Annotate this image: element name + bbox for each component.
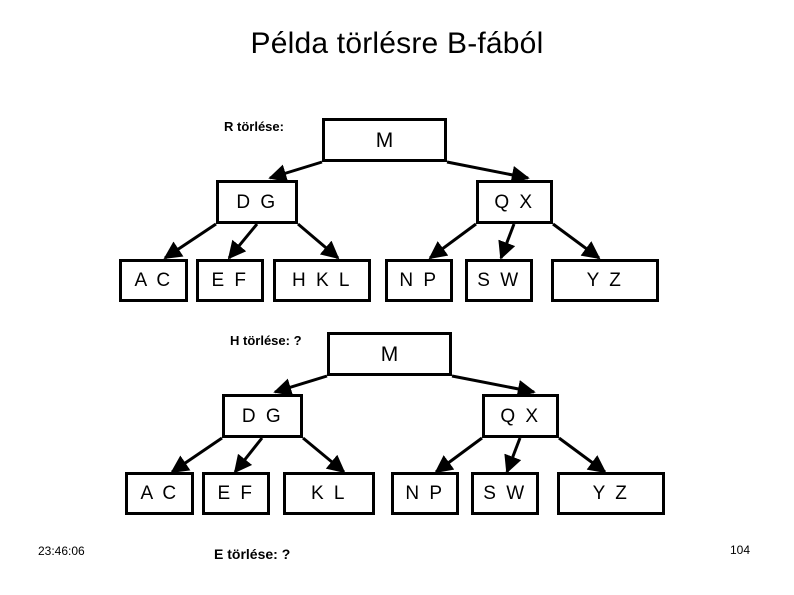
edge-dg-to-ac-2 xyxy=(170,436,223,474)
edge-root-to-dg-2 xyxy=(273,374,328,396)
operation-label-e-delete: E törlése: ? xyxy=(214,546,290,562)
operation-label-r-delete: R törlése: xyxy=(224,119,284,134)
edge-qx-to-np-2 xyxy=(434,436,483,474)
tree2-leaf-node-ac[interactable]: A C xyxy=(125,472,194,515)
edge-root-to-qx-1 xyxy=(446,160,530,184)
tree1-leaf-node-np[interactable]: N P xyxy=(385,259,453,302)
tree2-leaf-node-yz[interactable]: Y Z xyxy=(557,472,665,515)
tree2-leaf-node-np[interactable]: N P xyxy=(391,472,459,515)
edge-qx-to-yz-2 xyxy=(558,436,607,474)
tree1-leaf-node-yz[interactable]: Y Z xyxy=(551,259,659,302)
edge-qx-to-sw-1 xyxy=(498,223,516,260)
edge-dg-to-ef-2 xyxy=(233,437,264,474)
edge-root-to-dg-1 xyxy=(268,160,323,182)
edge-dg-to-ac-1 xyxy=(163,222,217,260)
edge-qx-to-yz-1 xyxy=(552,222,601,260)
tree1-leaf-node-hkl[interactable]: H K L xyxy=(273,259,371,302)
tree1-internal-node-qx[interactable]: Q X xyxy=(476,180,553,224)
operation-key-h: H xyxy=(230,333,240,348)
tree2-leaf-node-kl[interactable]: K L xyxy=(283,472,375,515)
edge-dg-to-hkl-1 xyxy=(297,222,340,260)
edge-dg-to-ef-1 xyxy=(227,223,259,260)
operation-text-r: törlése: xyxy=(237,119,284,134)
tree1-leaf-node-sw[interactable]: S W xyxy=(465,259,533,302)
operation-label-h-delete: H törlése: ? xyxy=(230,333,302,348)
tree2-internal-node-dg[interactable]: D G xyxy=(222,394,303,438)
tree2-leaf-node-ef[interactable]: E F xyxy=(202,472,270,515)
slide-timestamp: 23:46:06 xyxy=(38,544,85,558)
edge-dg-to-kl-2 xyxy=(302,436,346,474)
tree2-root-node-m[interactable]: M xyxy=(327,332,452,376)
edge-qx-to-sw-2 xyxy=(504,437,522,474)
operation-text-e: törlése: ? xyxy=(227,546,291,562)
tree1-root-node-m[interactable]: M xyxy=(322,118,447,162)
page-title: Példa törlésre B-fából xyxy=(250,27,544,60)
operation-key-e: E xyxy=(214,546,224,562)
tree2-internal-node-qx[interactable]: Q X xyxy=(482,394,559,438)
tree2-leaf-node-sw[interactable]: S W xyxy=(471,472,539,515)
slide-page-number: 104 xyxy=(730,543,751,557)
tree1-leaf-node-ef[interactable]: E F xyxy=(196,259,264,302)
tree1-leaf-node-ac[interactable]: A C xyxy=(119,259,188,302)
edge-qx-to-np-1 xyxy=(428,222,477,260)
tree1-internal-node-dg[interactable]: D G xyxy=(216,180,298,224)
edge-root-to-qx-2 xyxy=(451,374,536,398)
operation-key-r: R xyxy=(224,119,234,134)
operation-text-h: törlése: ? xyxy=(243,333,302,348)
